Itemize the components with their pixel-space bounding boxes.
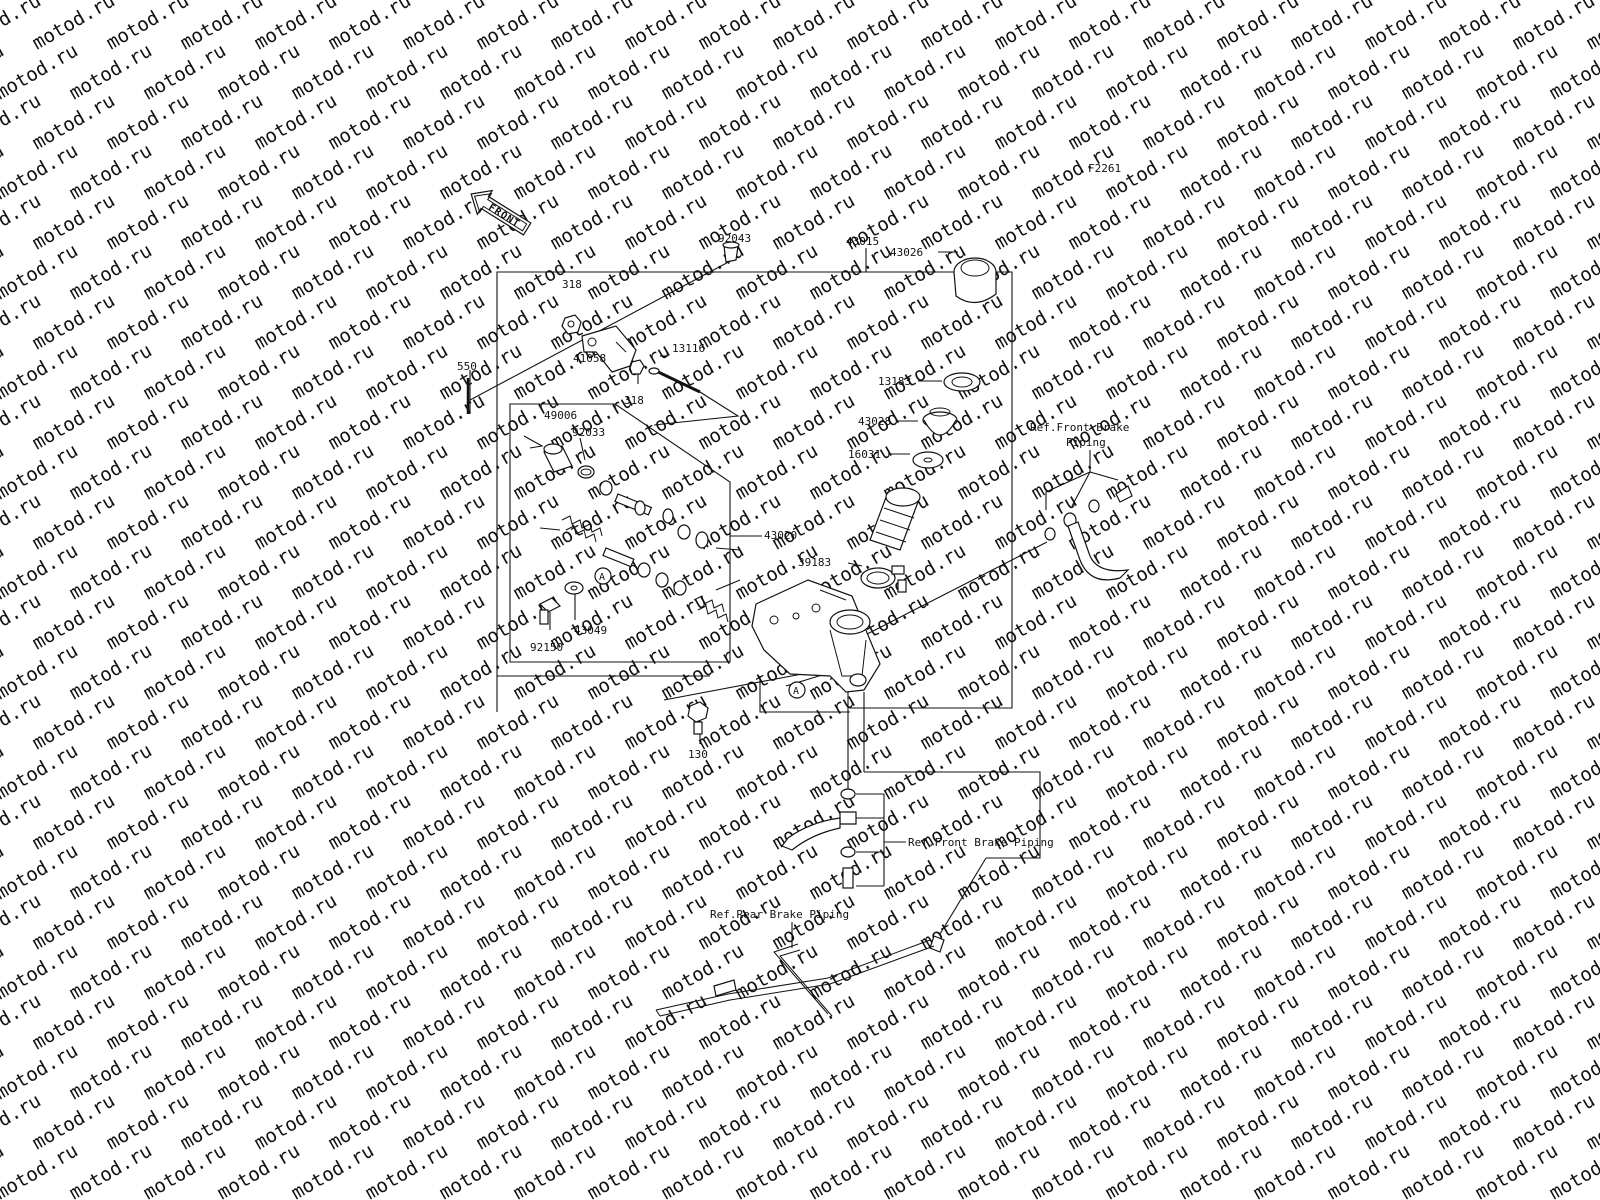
part-spring-left-icon (561, 515, 603, 543)
assembly-bracket-43015 (496, 248, 1013, 713)
label-39183: 39183 (798, 556, 831, 569)
label-13183: 13183 (878, 375, 911, 388)
part-spring-right-icon (693, 595, 729, 623)
part-92150-bolt-icon (538, 597, 562, 625)
label-16031: 16031 (848, 448, 881, 461)
label-41058: 41058 (573, 352, 606, 365)
label-13116: 13116 (672, 342, 705, 355)
label-49006: 49006 (544, 409, 577, 422)
label-43020: 43020 (764, 529, 797, 542)
part-16031-washer-icon (912, 451, 944, 469)
part-43028-diaphragm-icon (922, 407, 958, 436)
part-39183-clamp-icon (860, 565, 907, 593)
ref-labels: Ref.Front Brake Piping Ref.Front Brake P… (710, 421, 1129, 921)
marker-a-upper: A (594, 567, 612, 585)
label-318-top: 318 (562, 278, 582, 291)
marker-a-lower: A (788, 681, 806, 699)
part-318-nut-icon (561, 314, 582, 335)
label-43049: 43049 (574, 624, 607, 637)
part-41058-clevis-icon (581, 325, 637, 373)
ref-front-brake-piping-top-line2: Piping (1066, 436, 1106, 449)
kit-bracket-43020 (509, 403, 762, 663)
label-92043: 92043 (718, 232, 751, 245)
part-piston-upper-icon (599, 480, 709, 549)
part-318-nut-small-icon (629, 359, 645, 375)
part-labels: 92043 43015 318 13116 41058 550 318 4302… (457, 232, 923, 761)
ref-front-brake-piping-top-line1: Ref.Front Brake (1030, 421, 1129, 434)
part-92033-ring-icon (577, 465, 595, 479)
part-13116-rod-icon (648, 367, 701, 394)
ref-front-brake-piping-mid: Ref.Front Brake Piping (908, 836, 1054, 849)
part-master-cylinder-icon (751, 579, 881, 693)
marker-a-upper-letter: A (599, 572, 605, 583)
part-43049-washer-icon (564, 581, 584, 595)
figure-code: F2261 (1088, 162, 1121, 175)
part-130-bolt-icon (687, 701, 709, 735)
label-43015: 43015 (846, 235, 879, 248)
label-92150: 92150 (530, 641, 563, 654)
front-brake-piping-mid (781, 692, 1041, 889)
marker-a-lower-letter: A (793, 686, 799, 697)
label-43028: 43028 (858, 415, 891, 428)
label-318-bottom: 318 (624, 394, 644, 407)
ref-rear-brake-piping: Ref.Rear Brake Piping (710, 908, 849, 921)
rear-brake-piping (655, 790, 1041, 1017)
part-piston-lower-icon (602, 547, 687, 596)
label-92033: 92033 (572, 426, 605, 439)
label-130: 130 (688, 748, 708, 761)
part-43026-cap-icon (953, 257, 997, 304)
label-550: 550 (457, 360, 477, 373)
front-brake-piping-top (1044, 450, 1133, 581)
part-13183-plate-icon (943, 372, 981, 392)
part-92043-icon (722, 241, 740, 263)
part-49006-sleeve-icon (543, 443, 573, 473)
label-43026: 43026 (890, 246, 923, 259)
part-reservoir-icon (869, 487, 921, 551)
